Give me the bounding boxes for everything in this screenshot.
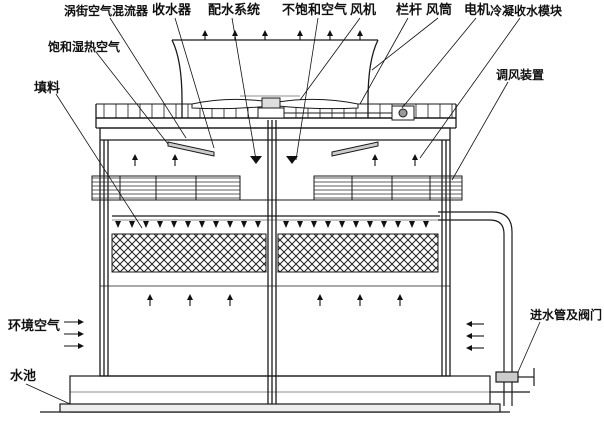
- leader-line: [231, 17, 257, 161]
- leader-line: [419, 17, 521, 159]
- label-damper: 调风装置: [496, 68, 545, 82]
- air-arrow-head: [397, 294, 403, 300]
- spray-nozzle: [339, 221, 345, 228]
- air-arrow-head: [297, 30, 303, 36]
- spray-nozzle: [171, 221, 177, 228]
- leader-lines: [25, 17, 541, 405]
- motor: [284, 105, 415, 121]
- spray-nozzle: [185, 221, 191, 228]
- leader-line: [95, 51, 169, 145]
- label-condensate-module: 冷凝收水模块: [490, 4, 563, 18]
- spray-nozzle: [129, 221, 135, 228]
- air-arrow-head: [232, 30, 238, 36]
- air-arrow-head: [227, 294, 233, 300]
- spray-nozzle: [241, 221, 247, 228]
- spray-nozzle: [409, 221, 415, 228]
- label-basin: 水池: [10, 369, 37, 384]
- label-unsaturated-air: 不饱和空气: [282, 3, 348, 18]
- spray-nozzles: [115, 221, 429, 228]
- leader-line: [55, 93, 143, 229]
- air-arrow-head: [262, 30, 268, 36]
- spray-nozzle: [157, 221, 163, 228]
- air-arrow-head: [412, 154, 418, 160]
- air-arrow-head: [466, 321, 472, 327]
- spray-nozzle: [311, 221, 317, 228]
- air-arrow-head: [187, 294, 193, 300]
- water-collector-modules: [91, 175, 463, 201]
- inlet-pipe: [438, 211, 535, 406]
- label-fill: 填料: [34, 81, 61, 96]
- air-arrow-head: [147, 294, 153, 300]
- leader-line: [109, 17, 187, 139]
- label-railing: 栏杆: [396, 3, 423, 18]
- spray-nozzle: [297, 221, 303, 228]
- air-arrow-head: [317, 294, 323, 300]
- spray-nozzle: [213, 221, 219, 228]
- leader-line: [401, 17, 477, 109]
- spray-nozzle: [143, 221, 149, 228]
- spray-header: [112, 215, 440, 221]
- air-arrow-head: [357, 30, 363, 36]
- air-arrow-head: [466, 333, 472, 339]
- air-arrow-head: [132, 154, 138, 160]
- fan: [191, 95, 359, 119]
- leader-line: [174, 17, 215, 149]
- air-arrow-head: [172, 154, 178, 160]
- label-water-collector: 收水器: [152, 3, 192, 18]
- spray-nozzle: [367, 221, 373, 228]
- leader-line: [299, 17, 361, 101]
- label-motor: 电机: [464, 3, 491, 18]
- leader-line: [371, 17, 439, 71]
- air-arrow-head: [78, 343, 84, 349]
- air-arrow-head: [357, 294, 363, 300]
- spray-nozzle: [353, 221, 359, 228]
- spray-nozzle: [115, 221, 121, 228]
- leader-line: [517, 321, 541, 373]
- tower-frame: [95, 103, 457, 404]
- air-arrow-head: [78, 331, 84, 337]
- spray-nozzle: [381, 221, 387, 228]
- label-ambient-air: 环境空气: [8, 319, 61, 334]
- spray-nozzle: [227, 221, 233, 228]
- spray-nozzle: [423, 221, 429, 228]
- label-vortex-mixer: 涡街空气混流器: [64, 4, 149, 18]
- condensate-plates: [167, 141, 379, 157]
- label-inlet-pipe-valve: 进水管及阀门: [530, 308, 603, 322]
- air-arrow-head: [78, 319, 84, 325]
- label-saturated-humid-air: 饱和湿热空气: [48, 40, 121, 54]
- label-water-distribution: 配水系统: [208, 3, 261, 18]
- spray-nozzle: [325, 221, 331, 228]
- spray-nozzle: [255, 221, 261, 228]
- air-arrow-head: [202, 30, 208, 36]
- spray-nozzle: [395, 221, 401, 228]
- leader-line: [295, 17, 319, 161]
- air-arrow-head: [466, 345, 472, 351]
- label-fan: 风机: [350, 3, 377, 18]
- fill-media: [111, 233, 439, 273]
- distribution-funnels: [250, 156, 298, 164]
- label-fan-stack: 风筒: [426, 3, 453, 18]
- leader-line: [451, 81, 509, 181]
- airflow-arrows: [64, 30, 484, 351]
- leader-line: [25, 383, 71, 405]
- spray-nozzle: [199, 221, 205, 228]
- spray-nozzle: [283, 221, 289, 228]
- air-arrow-head: [327, 30, 333, 36]
- basin-structure: [40, 375, 530, 413]
- air-arrow-head: [372, 154, 378, 160]
